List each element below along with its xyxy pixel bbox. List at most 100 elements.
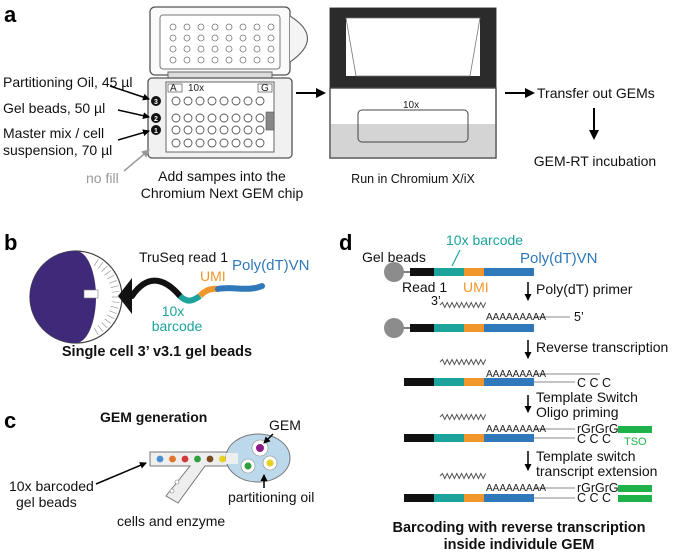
panel-c-letter: c xyxy=(4,408,16,433)
d4-mrna-polya xyxy=(439,472,487,480)
d-step3-label-line1: Template Switch xyxy=(536,389,638,405)
lid-dot xyxy=(183,34,191,42)
lid-dot xyxy=(253,34,261,42)
chip-well xyxy=(255,96,265,106)
chip-gasket-tab xyxy=(265,111,275,131)
chip-well xyxy=(171,96,181,106)
incubation-label: GEM-RT incubation xyxy=(534,153,656,169)
transfer-label: Transfer out GEMs xyxy=(537,85,655,101)
bead-hatch-mark xyxy=(101,265,108,272)
panel-d-caption-line2: inside individule GEM xyxy=(444,537,595,553)
lid-dot xyxy=(211,56,219,64)
chip-well xyxy=(195,96,205,106)
lid-dot xyxy=(169,34,177,42)
panel-d-caption-line1: Barcoding with reverse transcription xyxy=(392,520,645,536)
chip-well xyxy=(171,125,181,135)
oil-volume-label: Partitioning Oil, 45 µl xyxy=(3,74,132,90)
lid-dot xyxy=(197,56,205,64)
lid-dot xyxy=(239,56,247,64)
instrument-caption: Run in Chromium X/iX xyxy=(351,172,475,186)
channel-bead-series xyxy=(156,455,226,463)
d4-read1-seg xyxy=(404,494,434,502)
d4-tso-seg xyxy=(618,485,652,492)
chip-well xyxy=(231,113,241,123)
lid-dot xyxy=(225,45,233,53)
d3-read1-seg xyxy=(404,434,434,442)
chip-well xyxy=(219,125,229,135)
lid-dot xyxy=(267,34,275,42)
chip-well xyxy=(255,138,265,148)
chip-well xyxy=(219,96,229,106)
lid-dot xyxy=(211,23,219,31)
d-umi-label: UMI xyxy=(463,279,489,295)
barcode-strand xyxy=(177,293,202,304)
bead-hatch-mark xyxy=(97,325,104,332)
bead-barcode-label-line1: 10x xyxy=(162,303,185,319)
d2-barcode-seg xyxy=(434,378,464,386)
chip-well xyxy=(171,113,181,123)
truseq-label: TruSeq read 1 xyxy=(139,249,228,265)
row-2-number: 2 xyxy=(154,116,158,123)
d-step1-label: Poly(dT) primer xyxy=(536,281,633,297)
row-3-marker xyxy=(151,96,161,106)
d3-umi-seg xyxy=(464,434,484,442)
lid-dot xyxy=(169,45,177,53)
lid-dot xyxy=(253,56,261,64)
beads-arrow xyxy=(117,109,150,120)
channel-bead xyxy=(219,455,226,463)
gem-1-bead xyxy=(256,444,264,452)
d-bead-0 xyxy=(384,262,404,282)
d2-mrna-polya xyxy=(439,358,487,366)
d-ccc-2: C C C xyxy=(577,432,611,446)
gem-2-bead xyxy=(244,462,252,470)
bead-barcode-label-line2: barcode xyxy=(152,318,203,334)
chip-well xyxy=(255,113,265,123)
lid-dot-grid xyxy=(169,23,275,64)
chip-caption-line1: Add sampes into the xyxy=(158,168,286,184)
chip-lid xyxy=(149,6,308,76)
d-step2-label: Reverse transcription xyxy=(536,339,668,355)
bead-hatch-mark xyxy=(109,310,117,315)
lid-dot xyxy=(267,45,275,53)
chromium-chip: A G 10x 3 2 1 xyxy=(147,77,293,159)
d2-polydt-seg xyxy=(484,378,534,386)
d-gel-beads-label: Gel beads xyxy=(362,249,426,265)
chip-well xyxy=(207,96,217,106)
gem-3-bead xyxy=(266,459,274,467)
gem-label: GEM xyxy=(269,417,301,433)
lid-dot xyxy=(183,23,191,31)
chip-well xyxy=(183,113,193,123)
d-bead-1 xyxy=(384,318,404,338)
d0-umi-seg xyxy=(464,268,484,276)
cell-dot-2 xyxy=(169,488,175,494)
chip-well xyxy=(183,138,193,148)
chip-well xyxy=(207,113,217,123)
d-tso-seg xyxy=(618,426,652,433)
lid-dot xyxy=(211,34,219,42)
bead-hatch-mark xyxy=(104,318,112,324)
chip-well xyxy=(207,138,217,148)
bead-hatch-mark xyxy=(107,274,115,280)
bead-hatch-mark xyxy=(97,262,104,269)
channel-bead xyxy=(156,455,164,463)
d1-polya-text: AAAAAAAAA xyxy=(486,312,546,323)
lid-dot xyxy=(225,56,233,64)
lid-dot xyxy=(225,34,233,42)
d3-barcode-seg xyxy=(434,434,464,442)
d-tso-label: TSO xyxy=(624,436,647,448)
d-polydt-label: Poly(dT)VN xyxy=(520,250,598,267)
oil-arrow xyxy=(109,85,150,101)
d0-barcode-seg xyxy=(434,268,464,276)
chip-well xyxy=(231,138,241,148)
beads-volume-label: Gel beads, 50 µl xyxy=(3,100,105,116)
lid-dot xyxy=(183,45,191,53)
panel-a-letter: a xyxy=(4,2,17,27)
d-step3-label-line2: Oligo priming xyxy=(536,404,618,420)
channel-bead xyxy=(194,455,201,463)
d4-umi-seg xyxy=(464,494,484,502)
cell-dot-1 xyxy=(174,479,180,485)
row-1-marker xyxy=(151,125,161,135)
chip-hinge xyxy=(167,71,273,79)
lid-dot xyxy=(267,56,275,64)
